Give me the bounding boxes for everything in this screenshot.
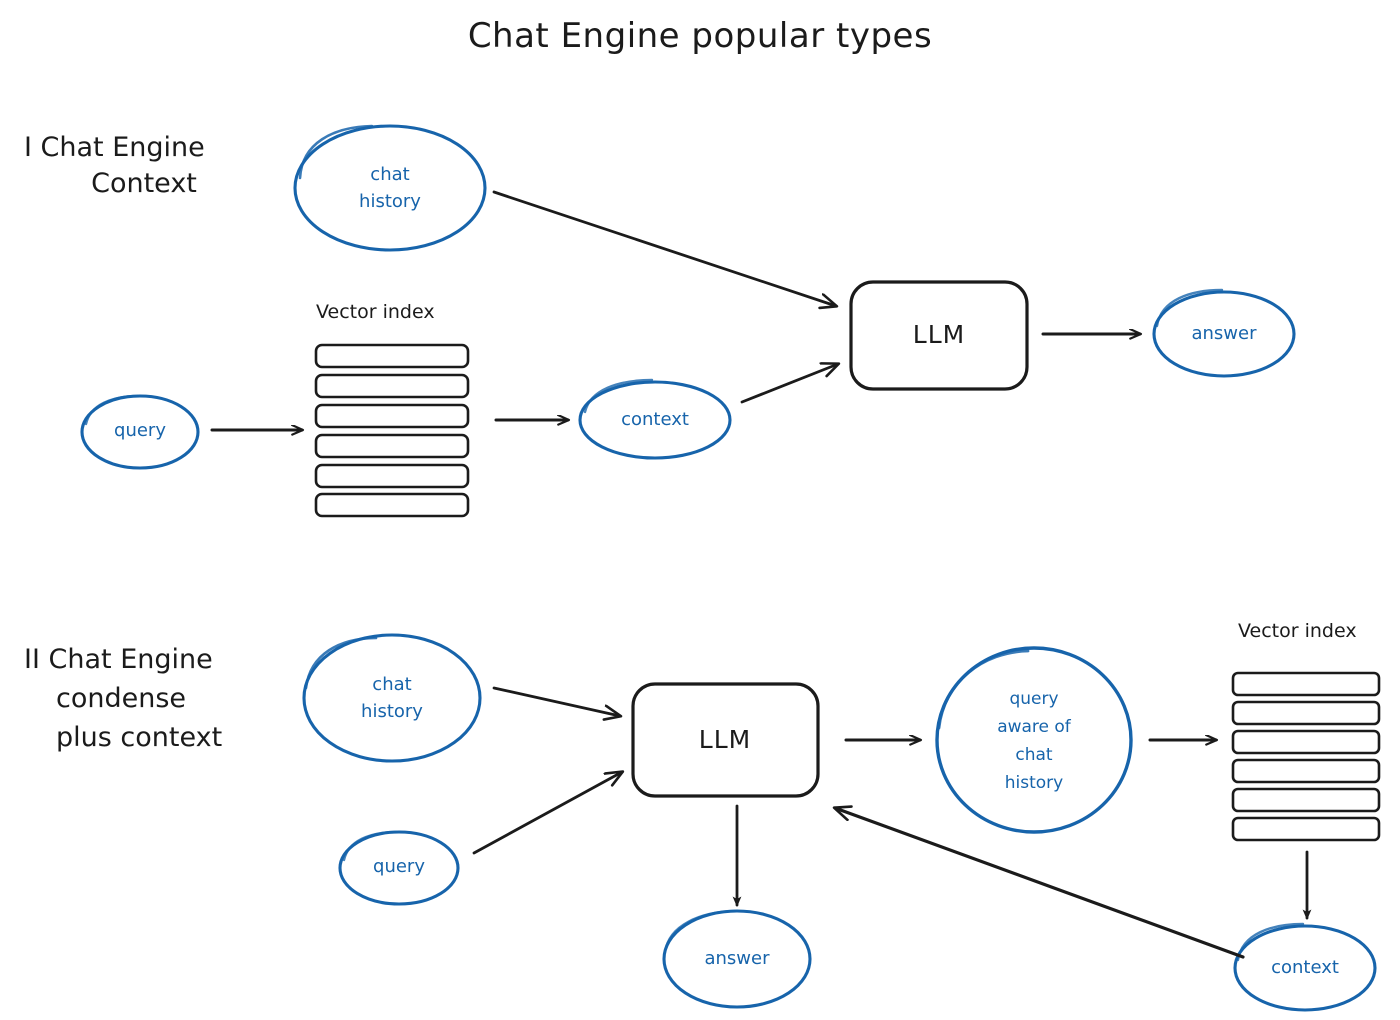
node-llm-1[interactable] [849,280,1029,391]
edge-context-to-llm-2 [835,808,1245,959]
vector-index-rows-1 [314,343,470,518]
node-context-1[interactable] [578,378,732,460]
node-answer-2[interactable] [662,909,812,1009]
edge-query-to-llm-2 [472,772,622,855]
edge-chathistory-to-llm-1 [492,190,836,306]
node-query-2[interactable] [338,830,460,906]
node-chat-history-2[interactable] [302,633,482,763]
edge-context-to-llm-1 [740,364,838,404]
node-chat-history-1[interactable] [293,124,487,252]
node-query-aware-of-chat-history[interactable] [935,646,1133,834]
edge-chathistory-to-llm-2 [492,686,620,716]
node-context-2[interactable] [1233,922,1377,1012]
vector-index-rows-2 [1231,671,1381,842]
node-answer-1[interactable] [1152,288,1296,378]
node-query-1[interactable] [80,394,200,470]
node-llm-2[interactable] [631,682,820,798]
